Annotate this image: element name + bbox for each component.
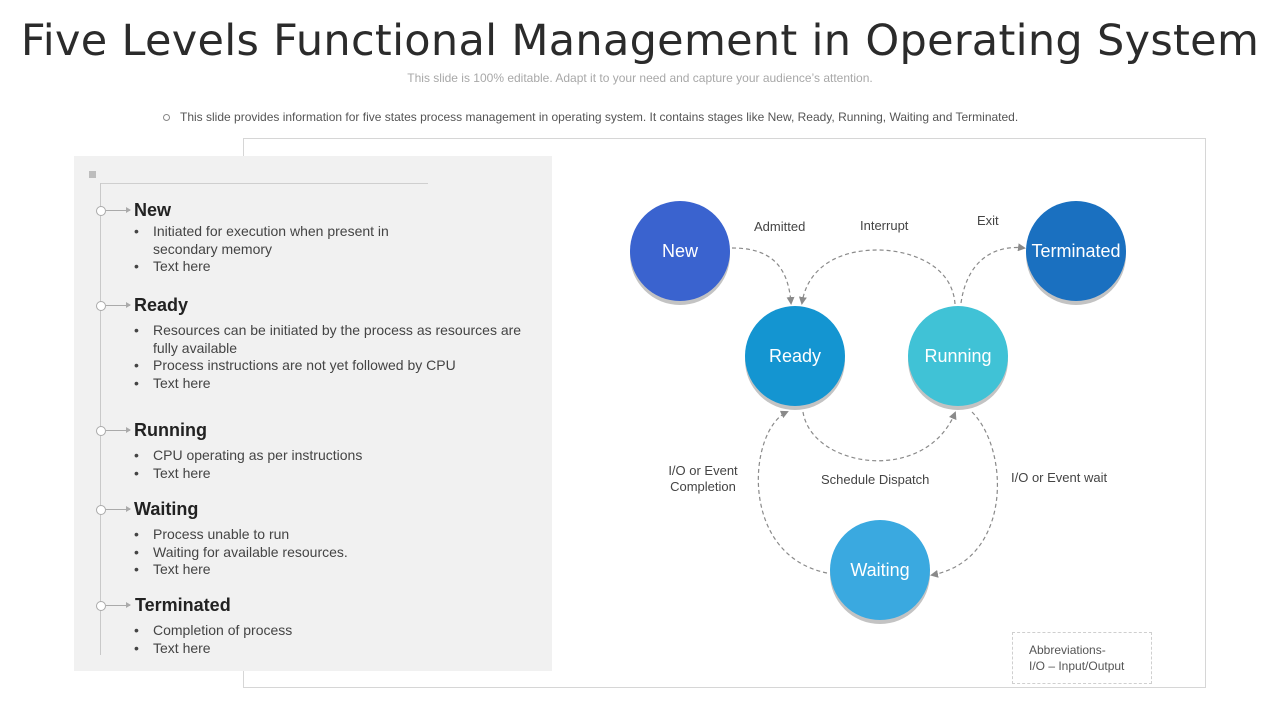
arrow-right-icon [106,602,131,608]
list-item: Resources can be initiated by the proces… [134,322,546,357]
edge-io-wait [930,411,998,578]
edge-admitted [731,247,795,305]
timeline-node-icon [96,301,106,311]
edge-exit [960,243,1026,304]
edge-interrupt [798,249,956,305]
state-heading-waiting: Waiting [134,499,199,519]
edge-label-admitted: Admitted [754,219,806,234]
state-node-ready: Ready [745,306,845,406]
state-bullets-new: Initiated for execution when present in … [134,223,414,276]
list-item: Waiting for available resources. [134,544,534,562]
state-heading-ready: Ready [134,295,189,315]
arrow-right-icon [106,506,131,512]
arrow-right-icon [106,427,131,433]
state-bullets-terminated: Completion of process Text here [134,622,534,657]
edge-label-interrupt: Interrupt [860,218,909,233]
state-bullets-waiting: Process unable to run Waiting for availa… [134,526,534,579]
arrow-right-icon [106,302,131,308]
list-item: Text here [134,258,414,276]
edge-io-completion [757,410,828,574]
timeline-node-icon [96,505,106,515]
timeline-node-icon [96,426,106,436]
list-item: Text here [134,640,534,658]
description-text: This slide provides information for five… [180,110,1019,124]
slide-description: This slide provides information for five… [163,110,1163,124]
state-heading-running: Running [134,420,207,440]
state-heading-terminated: Terminated [135,595,231,615]
list-item: Initiated for execution when present in … [134,223,414,258]
panel-divider [100,183,428,184]
timeline-node-icon [96,601,106,611]
list-item: CPU operating as per instructions [134,447,534,465]
state-bullets-running: CPU operating as per instructions Text h… [134,447,534,482]
abbreviations-text: I/O – Input/Output [1029,659,1125,673]
slide-title: Five Levels Functional Management in Ope… [20,16,1260,66]
circle-bullet-icon [163,114,170,122]
panel-square-icon [89,171,96,178]
state-node-running: Running [908,306,1008,406]
list-item: Process unable to run [134,526,534,544]
state-heading-new: New [134,200,172,220]
slide-subtitle: This slide is 100% editable. Adapt it to… [407,71,873,85]
list-item: Process instructions are not yet followe… [134,357,546,375]
arrow-right-icon [106,207,131,213]
list-item: Text here [134,375,546,393]
abbreviations-box: Abbreviations- I/O – Input/Output [1012,632,1152,684]
list-item: Text here [134,465,534,483]
edge-schedule-dispatch [802,411,957,462]
list-item: Text here [134,561,534,579]
state-node-new: New [630,201,730,301]
list-item: Completion of process [134,622,534,640]
edge-label-io-wait: I/O or Event wait [1011,470,1108,485]
state-bullets-ready: Resources can be initiated by the proces… [134,322,546,392]
edge-label-io-completion: I/O or Event Completion [668,463,738,494]
timeline-line [100,183,101,655]
abbreviations-title: Abbreviations- [1029,643,1106,657]
state-node-terminated: Terminated [1026,201,1126,301]
state-node-waiting: Waiting [830,520,930,620]
edge-label-exit: Exit [977,213,999,228]
edge-label-schedule-dispatch: Schedule Dispatch [821,472,930,487]
timeline-node-icon [96,206,106,216]
